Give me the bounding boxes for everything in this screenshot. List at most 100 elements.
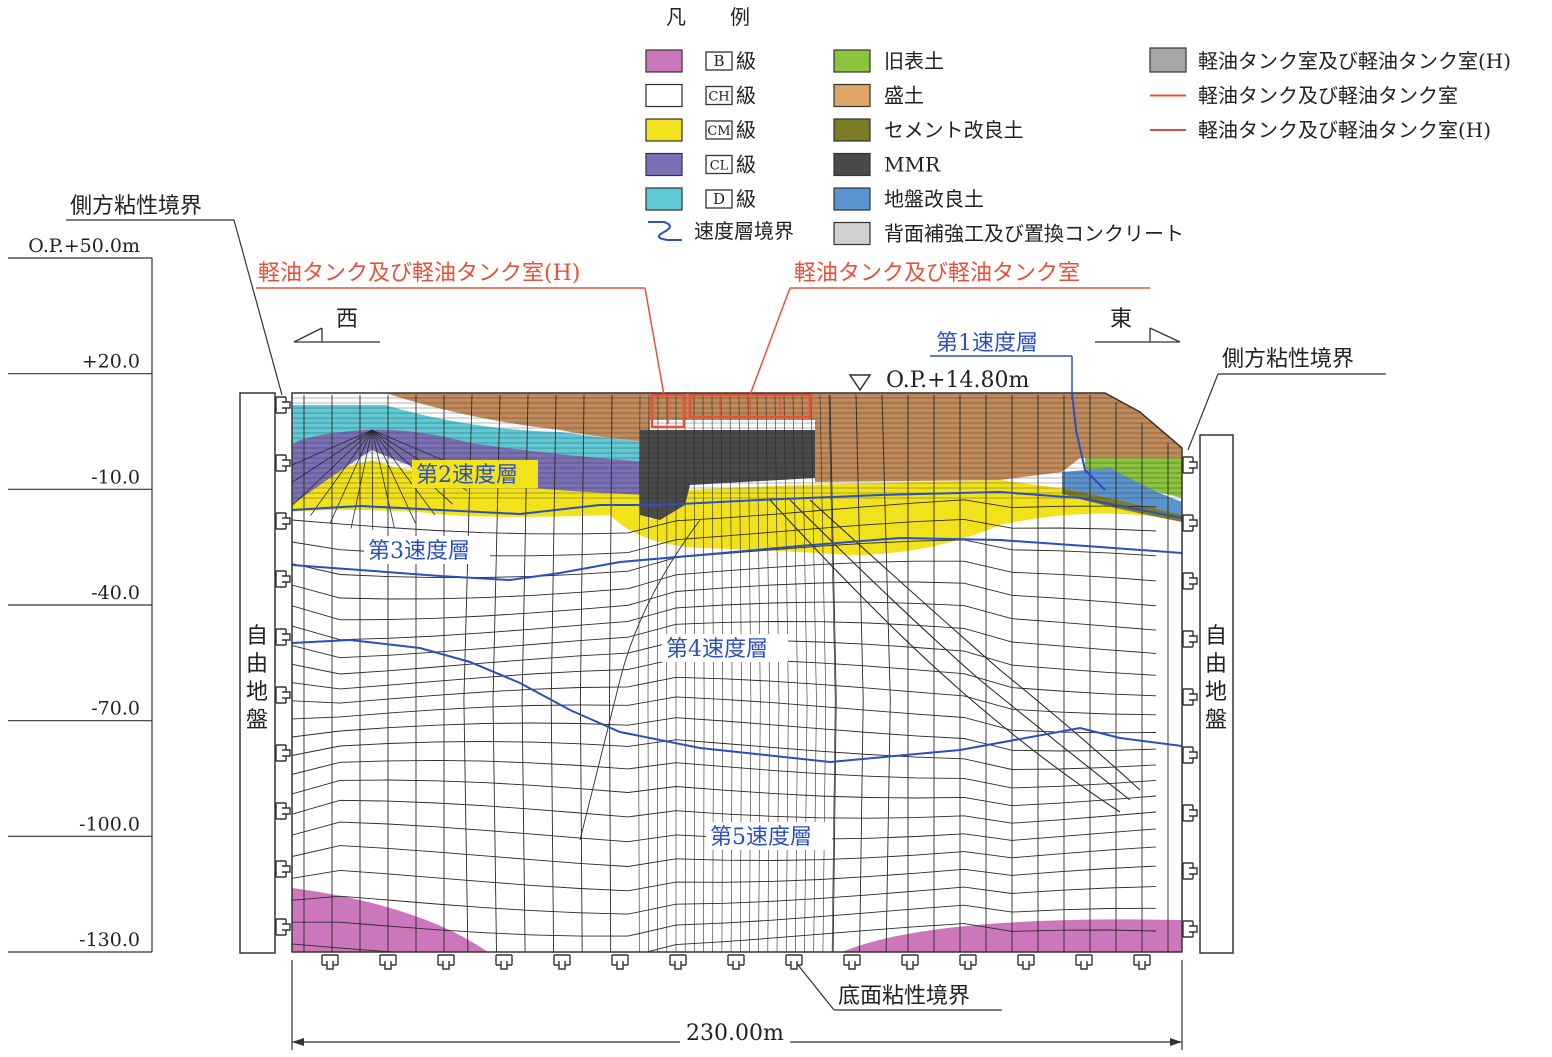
scale-label: -70.0 [91,698,140,720]
velocity-layer-1-label: 第1速度層 [936,331,1038,356]
legend-title-right: 例 [730,5,750,29]
legend-rock-suffix: 級 [736,49,756,73]
legend-rock-code: CH [708,90,729,105]
legend-rock-code: D [713,190,725,208]
dashpot-icon [276,513,290,529]
velocity-layer-3-label: 第3速度層 [368,539,470,564]
legend-material-swatch [834,85,870,107]
side-boundary-left-label: 側方粘性境界 [70,194,202,219]
dashpot-icon [1183,573,1197,589]
side-boundary-right-label: 側方粘性境界 [1222,347,1354,372]
dashpot-icon [1183,631,1197,647]
dashpot-icon [1183,921,1197,937]
legend-material-swatch [834,154,870,176]
legend-rock-suffix: 級 [736,187,756,211]
scale-label: -10.0 [91,466,140,488]
free-field-left: 自由地盤 [240,393,275,953]
dashpot-icon [322,955,338,969]
ground-level-marker-icon [850,375,870,390]
legend-rock-suffix: 級 [736,153,756,177]
dashpot-icon [1183,863,1197,879]
scale-label: -40.0 [91,582,140,604]
legend-material-label: 盛土 [884,84,924,108]
width-label: 230.00m [686,1021,784,1046]
scale-label: -130.0 [79,929,140,951]
scale-label: O.P.+50.0m [28,235,140,257]
legend-rock-code: CM [707,124,730,139]
fem-model [266,393,1182,958]
dashpot-icon [276,745,290,761]
elevation-scale: O.P.+50.0m +20.0 -10.0 -40.0 -70.0 -100.0 -130… [8,235,152,952]
dashpot-icon [276,571,290,587]
dashpot-icon [1183,515,1197,531]
tank-h-leader [645,288,664,395]
dashpot-icon [1183,805,1197,821]
dashpot-icon [1183,457,1197,473]
legend-structure-label: 軽油タンク及び軽油タンク室(H) [1198,118,1491,142]
legend-title-left: 凡 [666,5,686,29]
legend-material-label: 旧表土 [884,49,944,73]
legend-material-label: 背面補強工及び置換コンクリート [884,222,1184,246]
legend-material-label: 地盤改良土 [884,187,984,211]
legend-material-swatch [834,188,870,210]
tank-label: 軽油タンク及び軽油タンク室 [794,261,1080,286]
dashpot-icon [496,955,512,969]
legend-rock-suffix: 級 [736,84,756,108]
dashpot-icon [276,455,290,471]
legend-material-label: MMR [884,153,941,177]
velocity-layer-5-label: 第5速度層 [710,825,812,850]
dashpot-icon [276,687,290,703]
dashpot-icon [1076,955,1092,969]
legend-velocity-boundary: 速度層境界 [648,219,794,243]
velocity-layer-2-label: 第2速度層 [416,463,518,488]
dashpot-icon [612,955,628,969]
legend-rock-swatch [646,188,682,210]
legend-structure-label: 軽油タンク室及び軽油タンク室(H) [1198,49,1511,73]
side-boundary-left-leader [234,220,282,395]
bottom-boundary-leader [798,965,834,1010]
east-label: 東 [1110,307,1132,332]
dashpot-icon [670,955,686,969]
legend-rock-code: B [713,52,724,70]
legend-material-swatch [834,50,870,72]
legend-velocity-boundary-label: 速度層境界 [694,219,794,243]
dashpot-icon [728,955,744,969]
dashpot-icon [1183,747,1197,763]
bottom-boundary-label: 底面粘性境界 [838,984,970,1009]
legend-structures: 軽油タンク室及び軽油タンク室(H) 軽油タンク及び軽油タンク室軽油タンク及び軽油タ… [1150,48,1511,142]
dashpot-icon [960,955,976,969]
dashpot-icon [276,397,290,413]
velocity-boundary-swatch [648,222,682,240]
dashpot-icon [276,629,290,645]
legend-structure-label: 軽油タンク及び軽油タンク室 [1198,84,1458,108]
dashpot-icon [902,955,918,969]
dashpot-icon [276,861,290,877]
dashpot-icon [276,919,290,935]
tank-h-label: 軽油タンク及び軽油タンク室(H) [258,261,580,286]
legend-structure-swatch [1150,48,1186,72]
dashpot-icon [1183,689,1197,705]
legend-material-swatch [834,119,870,141]
legend-rock-swatch [646,119,682,141]
legend-rock-swatch [646,85,682,107]
legend-rock-swatch [646,154,682,176]
ground-level-label: O.P.+14.80m [886,368,1029,393]
tank-leader [750,288,790,395]
legend-material-label: セメント改良土 [884,118,1024,142]
legend-rock-code: CL [710,159,729,174]
scale-label: +20.0 [82,351,140,373]
dashpot-icon [438,955,454,969]
dashpot-icon [1018,955,1034,969]
dashpot-icon [554,955,570,969]
west-label: 西 [336,307,358,332]
free-field-right: 自由地盤 [1200,435,1233,953]
scale-label: -100.0 [79,813,140,835]
velocity-layer-4-label: 第4速度層 [666,637,768,662]
dashpot-icon [380,955,396,969]
dashpot-icon [844,955,860,969]
dashpot-icon [1134,955,1150,969]
